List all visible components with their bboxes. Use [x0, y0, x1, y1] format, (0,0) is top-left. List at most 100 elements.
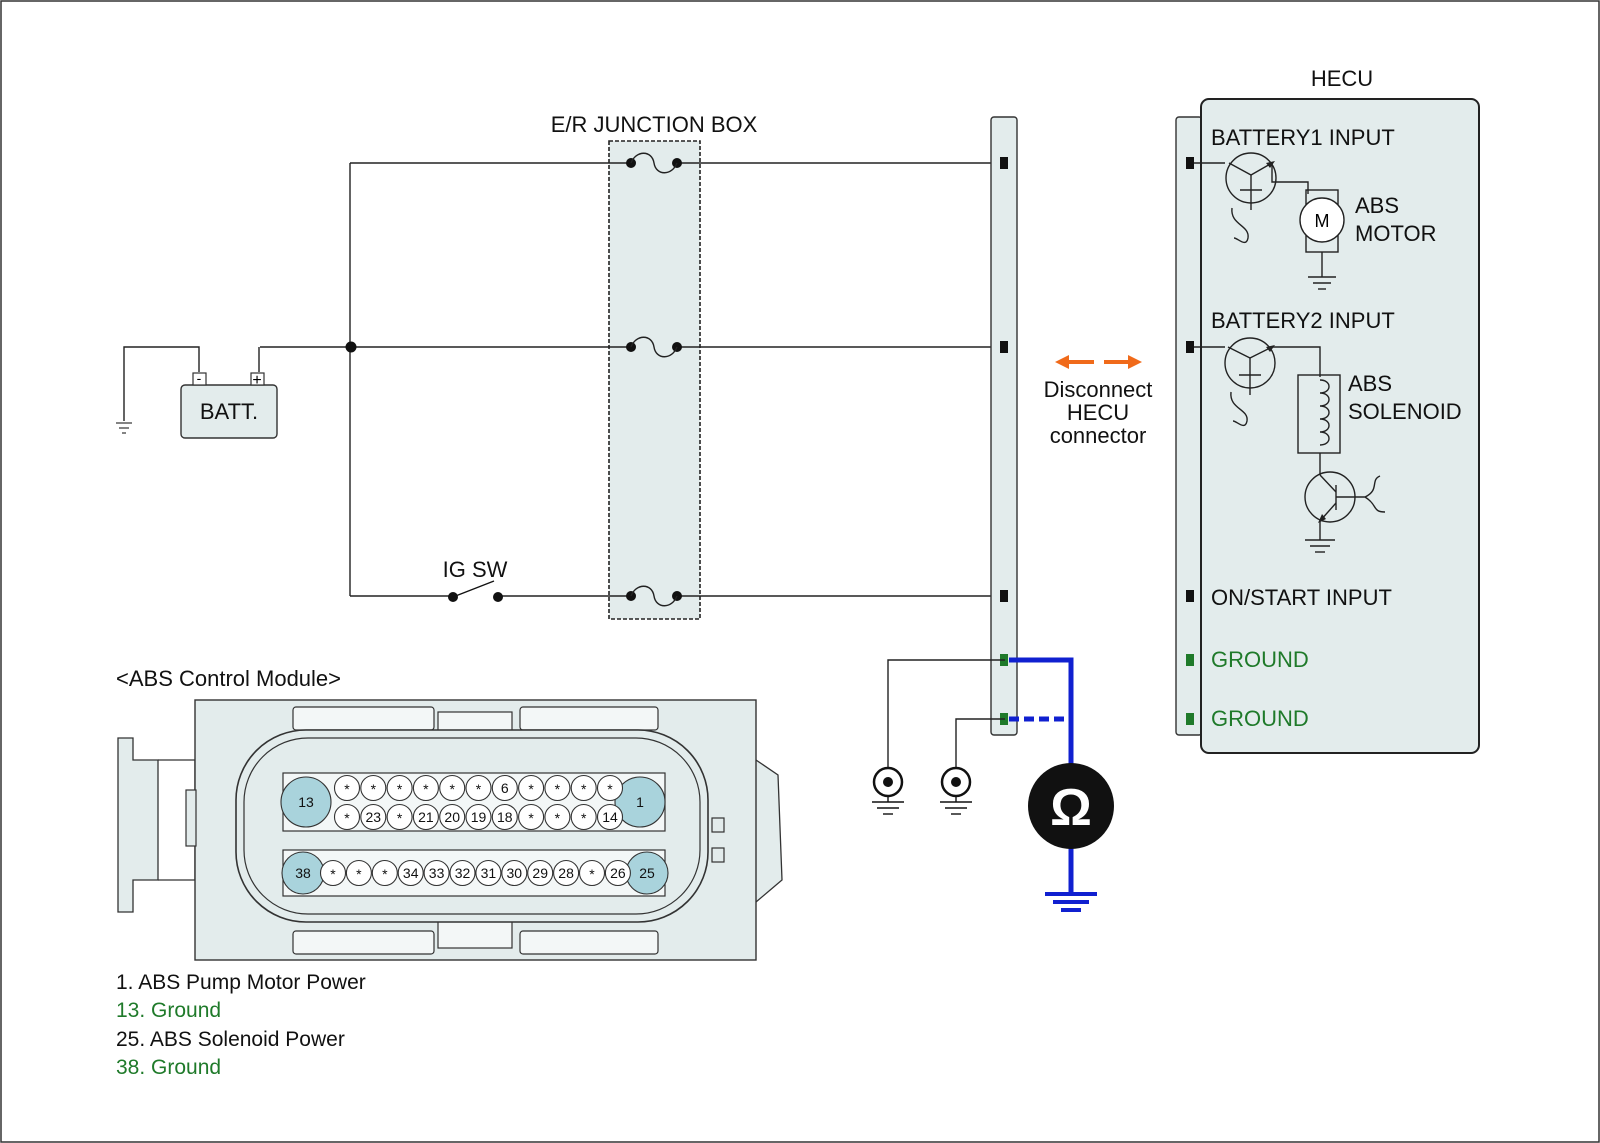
svg-text:25: 25	[639, 865, 655, 881]
svg-text:33: 33	[429, 865, 445, 881]
svg-text:18: 18	[497, 809, 513, 825]
svg-text:*: *	[330, 866, 336, 882]
pin-cavity: *	[333, 803, 361, 831]
battery-label: BATT.	[200, 399, 258, 424]
hecu-pin	[1186, 157, 1194, 169]
svg-text:*: *	[589, 866, 595, 882]
pin-cavity: *	[518, 774, 545, 802]
svg-text:*: *	[555, 781, 561, 797]
ground-terminal-icon	[940, 766, 972, 815]
ohmmeter-icon: Ω	[1028, 763, 1114, 849]
pin-cavity: 29	[527, 859, 554, 887]
junction-box-title: E/R JUNCTION BOX	[551, 112, 758, 137]
motor-symbol: M	[1315, 211, 1330, 231]
svg-text:*: *	[397, 810, 403, 826]
disconnect-arrows-icon	[1055, 355, 1142, 369]
svg-text:28: 28	[558, 865, 574, 881]
harness-pin	[1000, 157, 1008, 169]
ground-lead-2	[955, 718, 1005, 770]
svg-text:1: 1	[636, 794, 644, 810]
pin-cavity: 34	[397, 859, 424, 887]
on-start-input-label: ON/START INPUT	[1211, 585, 1392, 610]
pin-cavity: *	[345, 859, 372, 887]
pin-cavity: 21	[412, 803, 439, 831]
battery-positive: +	[252, 372, 261, 389]
svg-text:30: 30	[507, 865, 523, 881]
svg-text:*: *	[344, 810, 350, 826]
pin-cavity: *	[371, 859, 398, 887]
pin-cavity: *	[360, 774, 387, 802]
svg-text:21: 21	[418, 809, 434, 825]
svg-text:*: *	[581, 781, 587, 797]
svg-text:*: *	[356, 866, 362, 882]
pin-cavity: *	[319, 859, 347, 887]
transistor-3-icon	[1304, 471, 1386, 553]
hecu-pin	[1186, 590, 1194, 602]
pin-cavity: 6	[491, 774, 518, 802]
ig-switch-label: IG SW	[443, 557, 508, 582]
pin-cavity: *	[333, 774, 361, 802]
pin-25: 25	[625, 851, 669, 895]
ground-lead-1	[887, 659, 1005, 770]
svg-text:20: 20	[444, 809, 460, 825]
transistor-2-icon	[1194, 337, 1321, 427]
pin-cavity: 26	[604, 859, 631, 887]
svg-text:19: 19	[471, 809, 487, 825]
pin-cavity: 28	[553, 859, 580, 887]
legend-item-pin-1: 1. ABS Pump Motor Power	[116, 971, 366, 994]
pin-38: 38	[281, 851, 325, 895]
svg-text:*: *	[397, 781, 403, 797]
svg-text:29: 29	[532, 865, 548, 881]
hecu-pin	[1186, 341, 1194, 353]
svg-text:34: 34	[403, 865, 419, 881]
pin-legend: 1. ABS Pump Motor Power 13. Ground 25. A…	[116, 971, 366, 1079]
pin-13: 13	[280, 776, 332, 828]
svg-text:*: *	[423, 781, 429, 797]
pin-cavity: *	[465, 774, 492, 802]
pin-cavity: 23	[360, 803, 387, 831]
abs-solenoid-icon	[1297, 374, 1341, 475]
pin-cavity: *	[412, 774, 439, 802]
svg-text:*: *	[371, 781, 377, 797]
ig-switch	[448, 580, 503, 602]
hecu-connector	[1175, 116, 1203, 736]
svg-text:26: 26	[610, 865, 626, 881]
battery2-input-label: BATTERY2 INPUT	[1211, 308, 1395, 333]
harness-pin	[1000, 590, 1008, 602]
pin-cavity: *	[386, 803, 413, 831]
ground1-label: GROUND	[1211, 647, 1309, 672]
abs-solenoid-label-1: ABS	[1348, 371, 1392, 396]
battery1-input-label: BATTERY1 INPUT	[1211, 125, 1395, 150]
harness-connector	[990, 116, 1018, 736]
pin-cavity: 30	[501, 859, 528, 887]
fuse-3	[626, 585, 682, 607]
pin-cavity: 14	[596, 803, 624, 831]
svg-text:31: 31	[481, 865, 497, 881]
connector-title: <ABS Control Module>	[116, 666, 341, 691]
legend-item-pin-13: 13. Ground	[116, 999, 221, 1022]
svg-text:*: *	[555, 810, 561, 826]
svg-text:32: 32	[455, 865, 471, 881]
battery-ground-icon	[116, 422, 132, 434]
pin-cavity: 33	[423, 859, 450, 887]
main-wiring	[123, 162, 1005, 597]
svg-text:38: 38	[295, 865, 311, 881]
abs-motor-icon: M	[1299, 189, 1345, 290]
pin-cavity: *	[544, 803, 571, 831]
pin-cavity: 18	[491, 803, 518, 831]
transistor-1-icon	[1194, 152, 1309, 244]
pin-cavity: *	[570, 803, 597, 831]
hecu-title: HECU	[1311, 66, 1373, 91]
pin-cavity: *	[596, 774, 624, 802]
battery-negative: -	[197, 370, 202, 386]
pin-cavity: 31	[475, 859, 502, 887]
svg-text:*: *	[581, 810, 587, 826]
pin-1: 1	[614, 776, 666, 828]
hecu-ground-pin	[1186, 713, 1194, 725]
svg-text:*: *	[449, 781, 455, 797]
splice-junction	[345, 341, 357, 353]
fuse-2	[626, 336, 682, 358]
svg-text:*: *	[382, 866, 388, 882]
legend-item-pin-25: 25. ABS Solenoid Power	[116, 1028, 345, 1051]
